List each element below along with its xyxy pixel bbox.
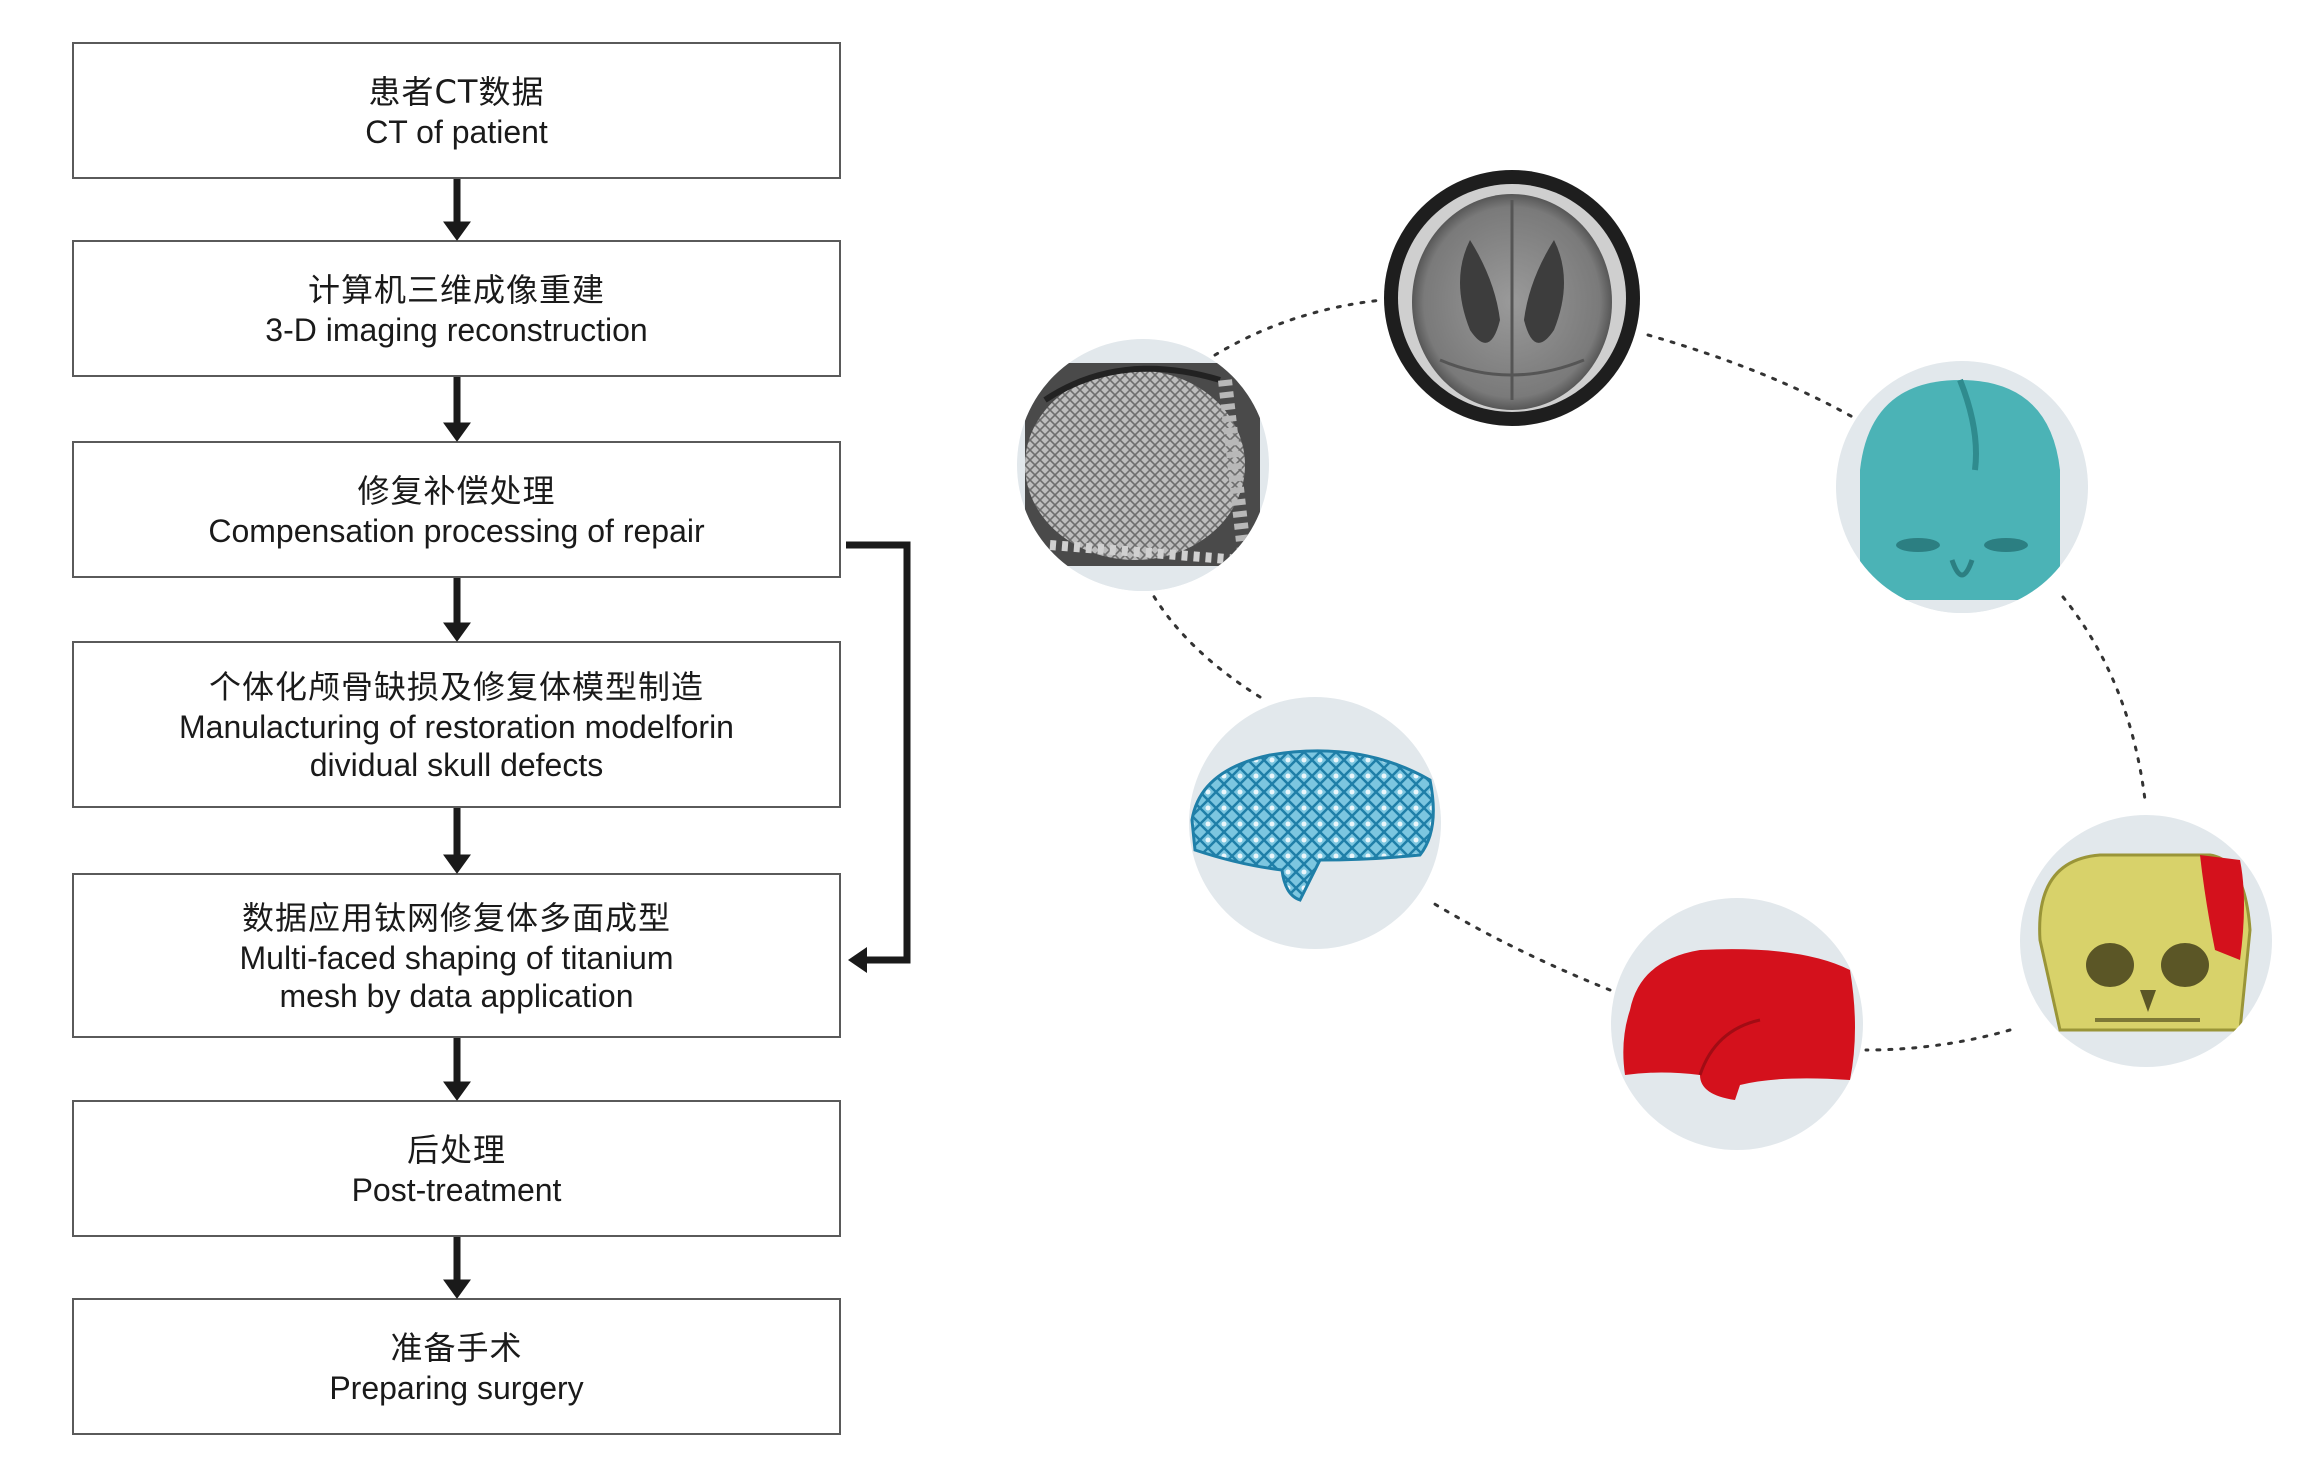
- step-title-zh: 修复补偿处理: [357, 471, 556, 510]
- cycle-connectors: [1148, 298, 2147, 1052]
- step-3d-reconstruction: 计算机三维成像重建 3-D imaging reconstruction: [72, 240, 841, 377]
- ct-brain-scan-icon: [1384, 170, 1640, 426]
- step-title-en: Compensation processing of repair: [208, 512, 705, 549]
- step-ct-of-patient: 患者CT数据 CT of patient: [72, 42, 841, 179]
- step-model-manufacturing: 个体化颅骨缺损及修复体模型制造 Manulacturing of restora…: [72, 641, 841, 808]
- step-title-en: Manulacturing of restoration modelforin: [179, 708, 734, 745]
- feedback-arrow: [846, 541, 911, 973]
- 3d-face-reconstruction-icon: [1836, 361, 2088, 613]
- step-title-en: 3-D imaging reconstruction: [265, 311, 648, 348]
- step-title-zh: 数据应用钛网修复体多面成型: [241, 898, 671, 937]
- step-preparing-surgery: 准备手术 Preparing surgery: [72, 1298, 841, 1435]
- step-title-en: Multi-faced shaping of titanium: [239, 939, 674, 976]
- skull-with-defect-icon: [2020, 815, 2272, 1067]
- implanted-mesh-photo-icon: [1017, 339, 1269, 591]
- step-title-zh: 患者CT数据: [368, 72, 545, 111]
- flow-arrows: [443, 179, 471, 1299]
- step-title-en-line2: dividual skull defects: [309, 746, 604, 783]
- red-implant-model-icon: [1611, 898, 1863, 1150]
- step-title-zh: 准备手术: [390, 1328, 523, 1367]
- step-post-treatment: 后处理 Post-treatment: [72, 1100, 841, 1237]
- step-title-en: CT of patient: [365, 113, 548, 150]
- blue-titanium-mesh-icon: [1189, 697, 1441, 949]
- step-titanium-mesh-shaping: 数据应用钛网修复体多面成型 Multi-faced shaping of tit…: [72, 873, 841, 1038]
- step-title-en: Post-treatment: [351, 1171, 562, 1208]
- step-title-en: Preparing surgery: [329, 1369, 584, 1406]
- step-title-en-line2: mesh by data application: [279, 977, 634, 1014]
- step-title-zh: 后处理: [406, 1130, 506, 1169]
- step-title-zh: 计算机三维成像重建: [307, 270, 605, 309]
- step-compensation-processing: 修复补偿处理 Compensation processing of repair: [72, 441, 841, 578]
- step-title-zh: 个体化颅骨缺损及修复体模型制造: [208, 667, 704, 706]
